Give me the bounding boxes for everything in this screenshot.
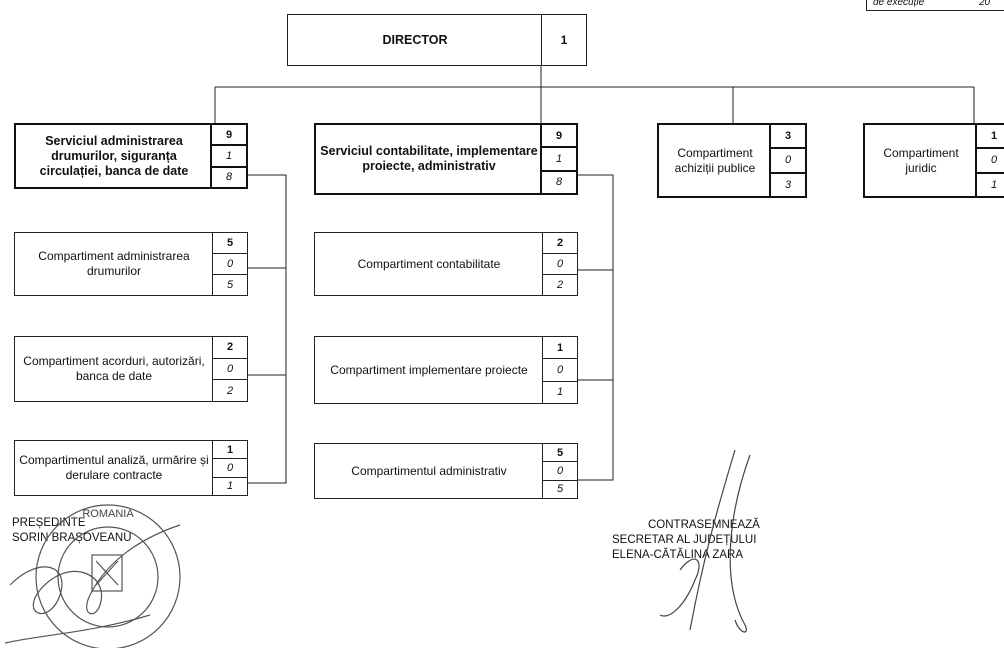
compartment-label: Compartimentul analiză, urmărire și deru… — [19, 453, 209, 482]
compartment-procurement: Compartiment achiziții publice 3 0 3 — [657, 123, 807, 198]
count-execution: 8 — [555, 176, 563, 189]
staff-counts: 1 0 1 — [542, 337, 577, 403]
count-management: 0 — [543, 462, 577, 481]
count-management: 0 — [771, 149, 805, 174]
service-label: Serviciul administrarea drumurilor, sigu… — [39, 133, 189, 178]
count-total: 9 — [212, 125, 246, 147]
staff-counts: 5 0 5 — [212, 233, 247, 295]
header-table-fragment: de execuție 20 — [866, 0, 1004, 11]
count-execution: 8 — [225, 171, 233, 184]
compartment-road-admin: Compartiment administrarea drumurilor 5 … — [14, 232, 248, 296]
compartment-label: Compartiment administrarea drumurilor — [38, 249, 190, 278]
compartment-label: Compartiment juridic — [883, 145, 959, 175]
count-management: 1 — [542, 148, 576, 172]
staff-counts: 5 0 5 — [542, 444, 577, 498]
staff-counts: 9 1 8 — [210, 125, 246, 187]
countersign-role: SECRETAR AL JUDEȚULUI — [612, 534, 757, 546]
count-execution: 1 — [990, 178, 998, 191]
count-management: 0 — [543, 359, 577, 382]
staff-counts: 1 0 1 — [212, 441, 247, 495]
count-total: 5 — [543, 444, 577, 463]
staff-counts: 1 0 1 — [975, 125, 1004, 196]
compartment-legal: Compartiment juridic 1 0 1 — [863, 123, 1004, 198]
president-title: PREȘEDINTE — [12, 517, 86, 529]
corner-label: de execuție — [873, 0, 925, 8]
compartment-label: Compartiment achiziții publice — [674, 145, 756, 175]
compartment-contracts: Compartimentul analiză, urmărire și deru… — [14, 440, 248, 496]
director-count: 1 — [541, 15, 586, 65]
compartment-projects: Compartiment implementare proiecte 1 0 1 — [314, 336, 578, 404]
count-execution: 2 — [556, 279, 564, 291]
service-label: Serviciul contabilitate, implementare pr… — [320, 144, 538, 173]
president-name: SORIN BRAȘOVEANU — [12, 532, 132, 544]
countersign-name: ELENA-CĂTĂLINA ZARA — [612, 549, 744, 561]
staff-counts: 2 0 2 — [212, 337, 247, 401]
count-execution: 5 — [556, 483, 564, 496]
official-stamp-seal: ROMANIA — [4, 504, 181, 648]
count-management: 0 — [213, 459, 247, 478]
compartment-label: Compartiment contabilitate — [357, 256, 501, 271]
compartment-accounting: Compartiment contabilitate 2 0 2 — [314, 232, 578, 296]
staff-counts: 9 1 8 — [540, 125, 576, 193]
compartment-label: Compartimentul administrativ — [351, 463, 507, 478]
corner-value: 20 — [979, 0, 991, 8]
director-box: DIRECTOR 1 — [287, 14, 587, 66]
count-total: 1 — [213, 441, 247, 460]
count-management: 0 — [213, 359, 247, 381]
count-management: 0 — [977, 149, 1004, 174]
compartment-label: Compartiment implementare proiecte — [330, 362, 528, 377]
count-total: 2 — [213, 337, 247, 359]
secretary-signature — [659, 449, 751, 633]
count-execution: 2 — [226, 384, 234, 397]
count-total: 3 — [771, 125, 805, 150]
count-execution: 3 — [784, 178, 792, 191]
service-accounting: Serviciul contabilitate, implementare pr… — [314, 123, 578, 195]
count-total: 1 — [543, 337, 577, 360]
count-total: 9 — [542, 125, 576, 149]
svg-text:ROMANIA: ROMANIA — [82, 508, 134, 520]
count-total: 5 — [213, 233, 247, 254]
compartment-label: Compartiment acorduri, autorizări, banca… — [23, 354, 205, 383]
count-management: 0 — [543, 254, 577, 275]
count-total: 1 — [977, 125, 1004, 150]
compartment-administrative: Compartimentul administrativ 5 0 5 — [314, 443, 578, 499]
count-total: 2 — [543, 233, 577, 254]
director-label: DIRECTOR — [382, 32, 448, 47]
staff-counts: 2 0 2 — [542, 233, 577, 295]
count-execution: 1 — [556, 386, 564, 399]
compartment-agreements: Compartiment acorduri, autorizări, banca… — [14, 336, 248, 402]
count-execution: 5 — [226, 279, 234, 291]
service-road-admin: Serviciul administrarea drumurilor, sigu… — [14, 123, 248, 189]
staff-counts: 3 0 3 — [769, 125, 805, 196]
count-execution: 1 — [226, 480, 234, 493]
count-management: 0 — [213, 254, 247, 275]
count-management: 1 — [212, 146, 246, 168]
